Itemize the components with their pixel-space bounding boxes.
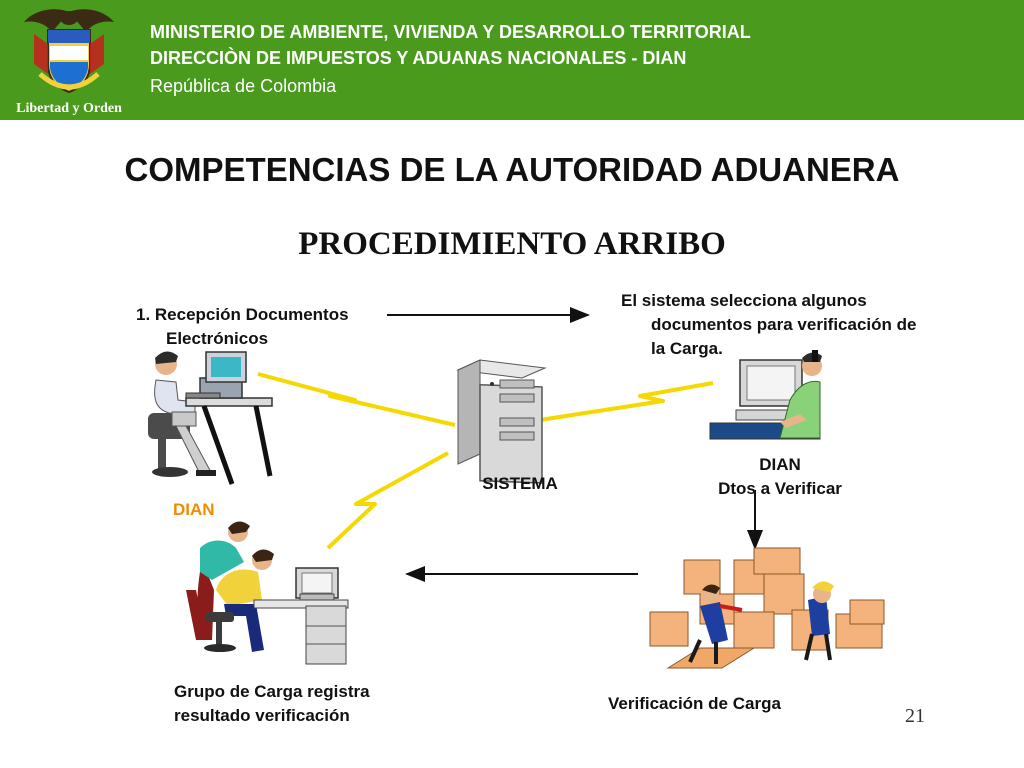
workers-at-desk-icon bbox=[186, 521, 349, 665]
lightning-inspector-to-server bbox=[539, 381, 714, 422]
header-line-country: República de Colombia bbox=[150, 76, 337, 96]
slide-subtitle: PROCEDIMIENTO ARRIBO bbox=[298, 226, 726, 262]
label-grupo-carga: Grupo de Carga registra resultado verifi… bbox=[174, 682, 370, 725]
emblem-motto: Libertad y Orden bbox=[16, 101, 122, 116]
coat-of-arms-icon: Libertad y Orden bbox=[16, 9, 122, 116]
server-tower-icon bbox=[456, 359, 547, 484]
label-sistema-selecciona: El sistema selecciona algunos documentos… bbox=[621, 291, 917, 358]
header-line-ministry: MINISTERIO DE AMBIENTE, VIVIENDA Y DESAR… bbox=[150, 22, 751, 42]
label-dtos-a-verificar: Dtos a Verificar bbox=[718, 479, 842, 498]
label-sistema: SISTEMA bbox=[482, 474, 558, 493]
header-bar: Libertad y Orden MINISTERIO DE AMBIENTE,… bbox=[0, 0, 1024, 120]
label-dian-dtos-verificar: DIAN Dtos a Verificar bbox=[690, 453, 870, 501]
label-recepcion-documentos: 1. Recepción Documentos Electrónicos bbox=[136, 305, 349, 348]
lightning-workers-to-server bbox=[326, 451, 449, 550]
lightning-operator-to-server bbox=[257, 372, 456, 427]
computer-operator-icon bbox=[148, 351, 273, 485]
header-line-dian: DIRECCIÒN DE IMPUESTOS Y ADUANAS NACIONA… bbox=[150, 48, 687, 68]
label-verificacion-carga: Verificación de Carga bbox=[608, 694, 781, 713]
label-dian: DIAN bbox=[759, 455, 801, 474]
slide-title: COMPETENCIAS DE LA AUTORIDAD ADUANERA bbox=[124, 151, 900, 188]
page-number: 21 bbox=[905, 705, 925, 727]
inspector-at-computer-icon bbox=[709, 350, 822, 440]
label-dian-orange: DIAN bbox=[173, 500, 215, 519]
cargo-boxes-icon bbox=[649, 547, 885, 669]
